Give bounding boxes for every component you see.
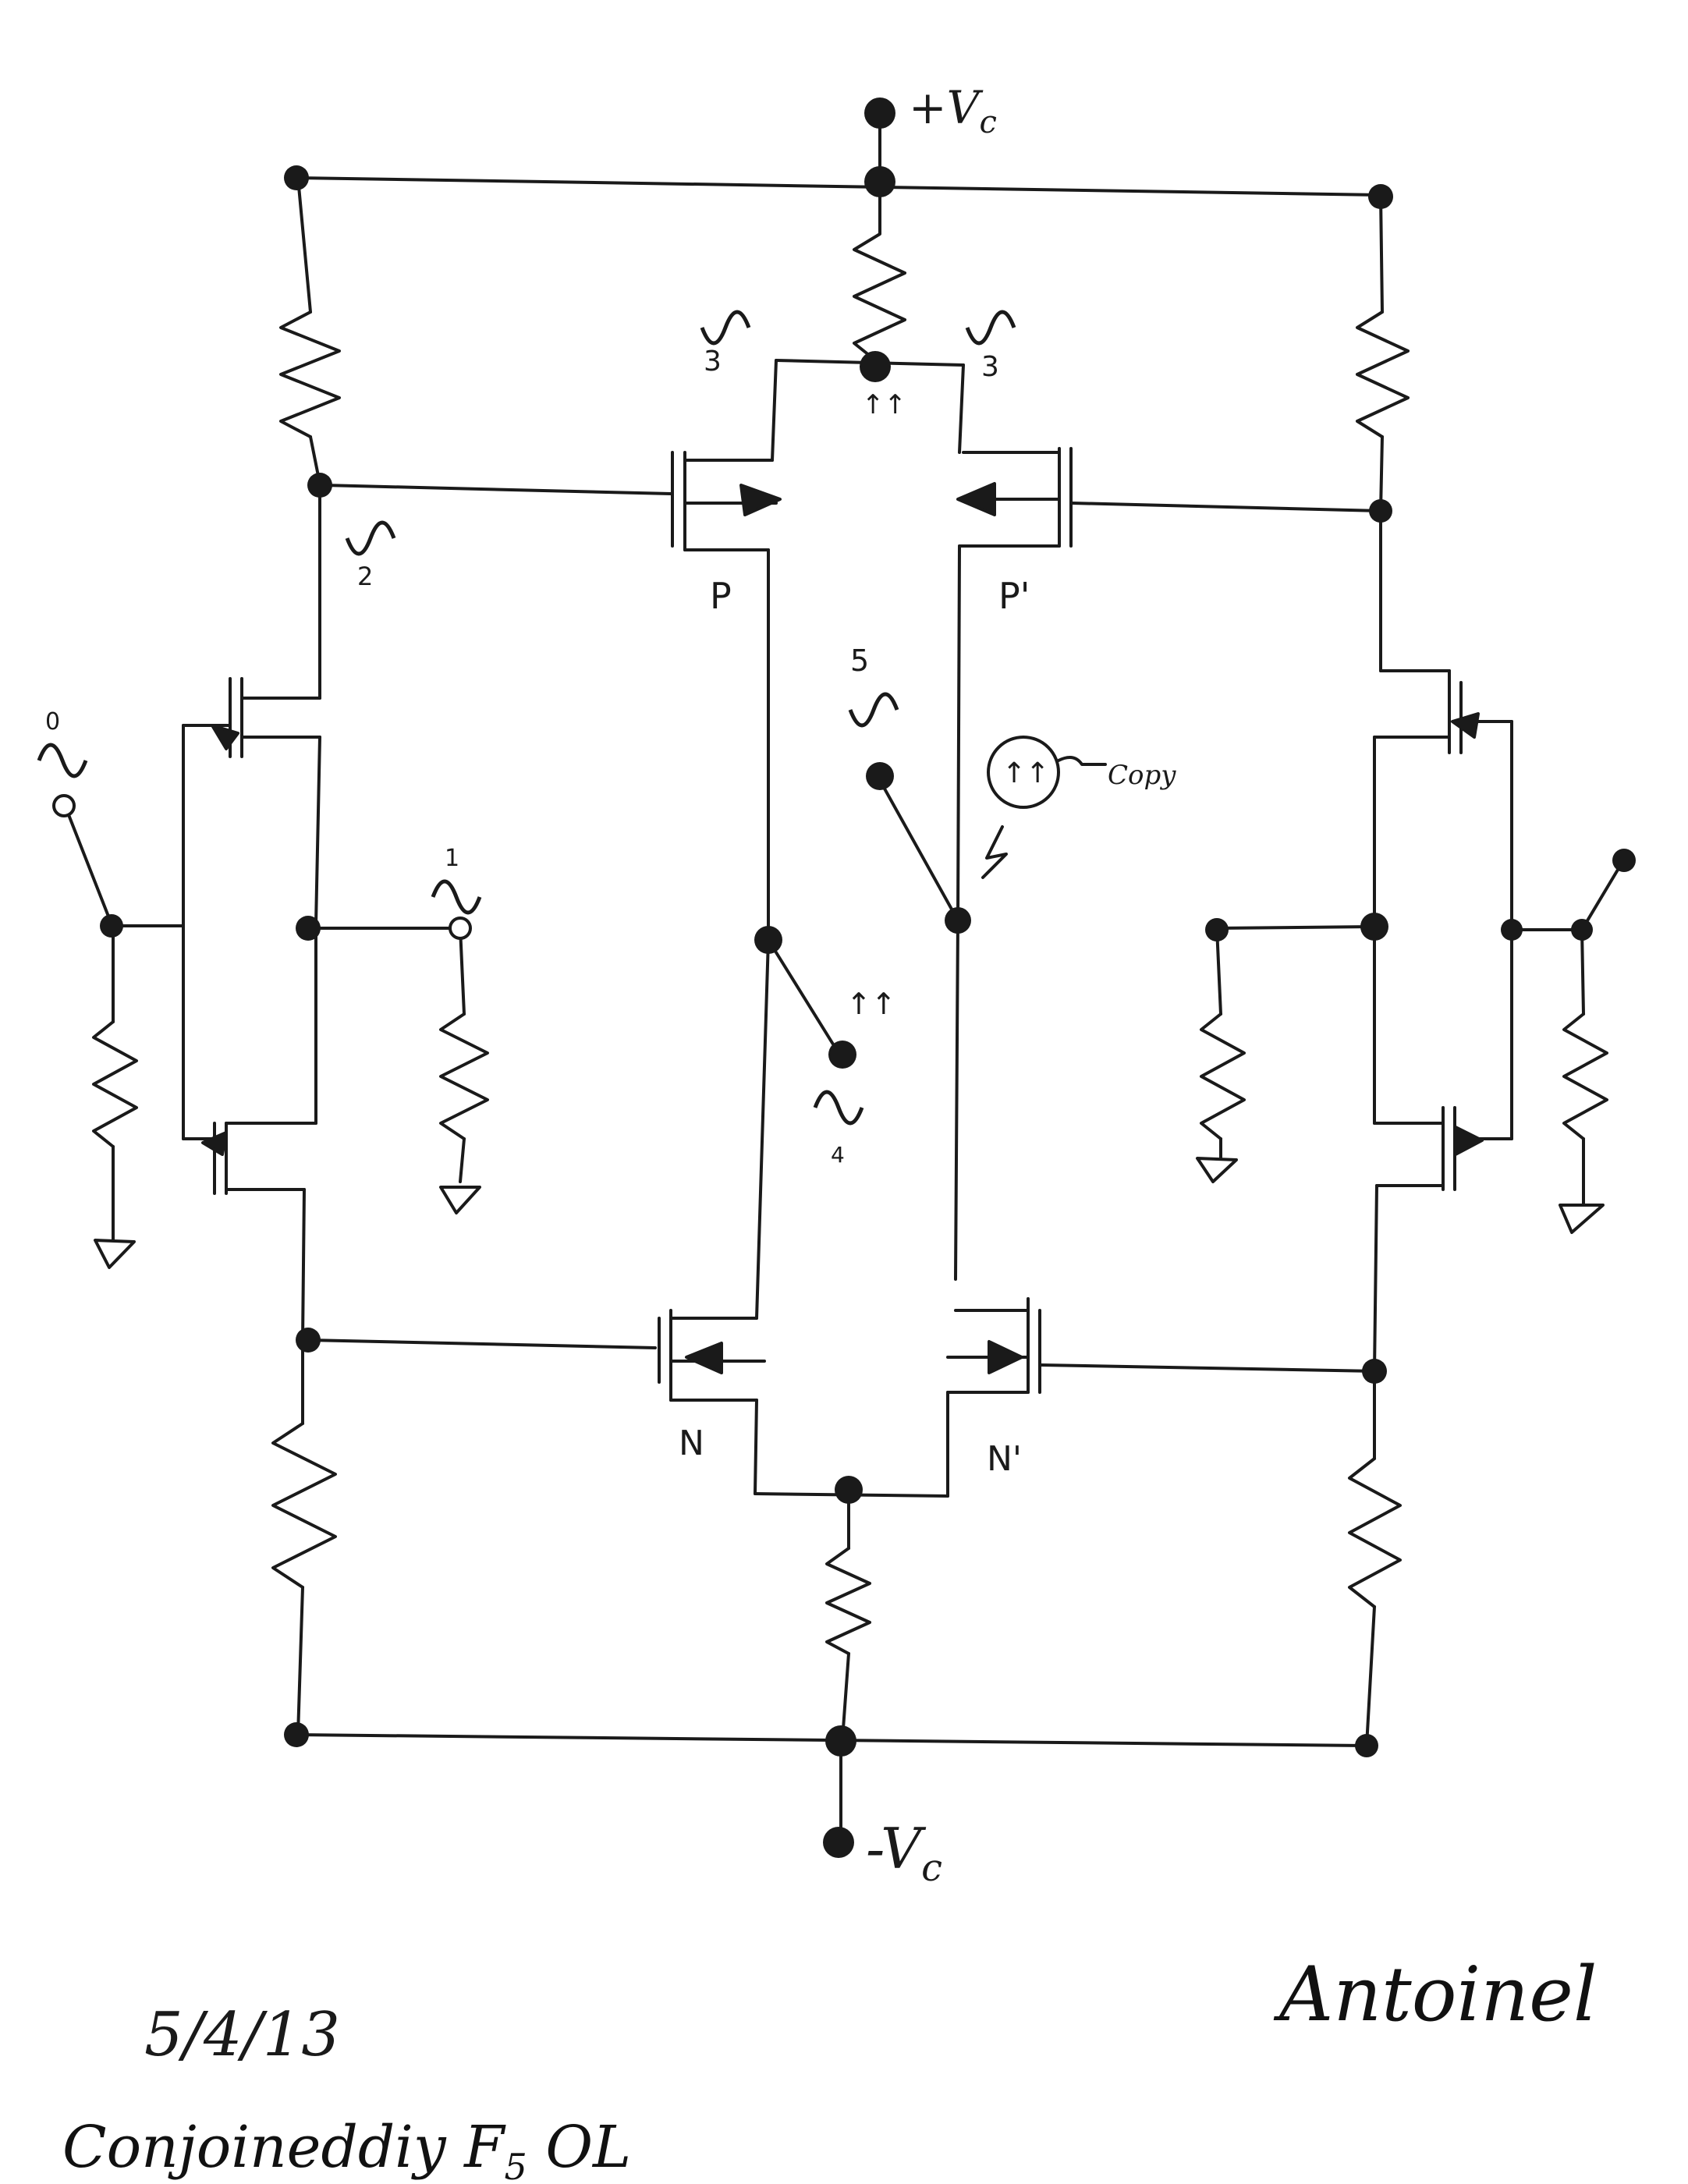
left-gate-bus <box>65 724 232 1140</box>
resistor-right-top <box>1356 310 1410 438</box>
resistor-bottom-center <box>825 1547 871 1655</box>
resistor-top-center <box>853 182 906 368</box>
ground-right-input <box>1559 1204 1605 1234</box>
input-terminal-left <box>52 794 76 817</box>
right-gate-bus <box>1215 720 1624 1140</box>
node0-label: 0 <box>45 708 60 736</box>
transistor-p <box>322 451 782 941</box>
waveform-node1-icon <box>431 879 482 915</box>
positive-supply-label: +Vc <box>909 81 997 140</box>
center-left-wire <box>755 775 959 1320</box>
copy-label: Copy <box>1108 760 1176 791</box>
transistor-n-label: N <box>679 1424 704 1463</box>
date-label: 5/4/13 <box>144 2000 340 2070</box>
right-column-wire <box>1348 193 1451 1747</box>
resistor-left-top <box>279 310 341 438</box>
node5-label: 5 <box>850 644 869 678</box>
left-output-transistor-bottom <box>201 1122 317 1195</box>
left-output-transistor-top <box>211 677 321 758</box>
ground-left-input <box>94 1239 136 1269</box>
node1-label: 1 <box>445 845 459 872</box>
up-arrows-mid: ↑↑ <box>846 987 896 1021</box>
up-arrows-top: ↑↑ <box>862 389 906 420</box>
right-output-transistor-bottom <box>1373 1106 1484 1191</box>
positive-rail-wire <box>295 112 1382 197</box>
copy-arrow <box>1057 756 1107 766</box>
copy-circle <box>987 736 1060 809</box>
resistor-right-bottom <box>1348 1457 1402 1608</box>
node2-label: 2 <box>357 562 373 591</box>
copy-pointer <box>981 825 1008 879</box>
node1-terminal <box>449 916 472 940</box>
transistor-n-prime-label: N' <box>987 1439 1022 1479</box>
signature: Antoinel <box>1273 1951 1598 2038</box>
left-node1-resistor <box>314 927 489 1214</box>
copy-circle-arrows: ↑↑ <box>1002 757 1049 789</box>
transistor-p-prime-label: P' <box>998 575 1030 617</box>
waveform-node3b-icon <box>965 310 1016 346</box>
node4-label: 4 <box>831 1142 845 1168</box>
junction-dots <box>100 98 1636 1858</box>
transistor-p-label: P <box>710 575 732 617</box>
bottom-tail-wire <box>754 1492 949 1741</box>
waveform-node5-icon <box>848 692 899 728</box>
right-input-resistor <box>1559 928 1608 1234</box>
waveform-node3a-icon <box>700 310 751 346</box>
ground-right-node <box>1196 1157 1238 1183</box>
left-column-wire <box>225 176 462 1736</box>
left-input-resistor <box>92 924 138 1269</box>
waveform-node0-icon <box>37 743 88 778</box>
transistor-n <box>307 1309 766 1495</box>
transistor-p-prime <box>956 447 1382 922</box>
resistor-left-bottom <box>271 1422 337 1589</box>
ground-node1 <box>439 1186 481 1214</box>
node3a-label: 3 <box>704 346 722 378</box>
negative-supply-label: -Vc <box>866 1816 942 1890</box>
waveform-node4-icon <box>813 1090 864 1126</box>
node3b-label: 3 <box>981 351 999 383</box>
title-label: Conjoineddiy F5 OL <box>62 2114 631 2184</box>
waveform-node2-icon <box>345 520 396 556</box>
right-node-resistor <box>1196 927 1246 1183</box>
right-output-transistor-top <box>1373 681 1480 754</box>
transistor-n-prime <box>946 1297 1378 1498</box>
